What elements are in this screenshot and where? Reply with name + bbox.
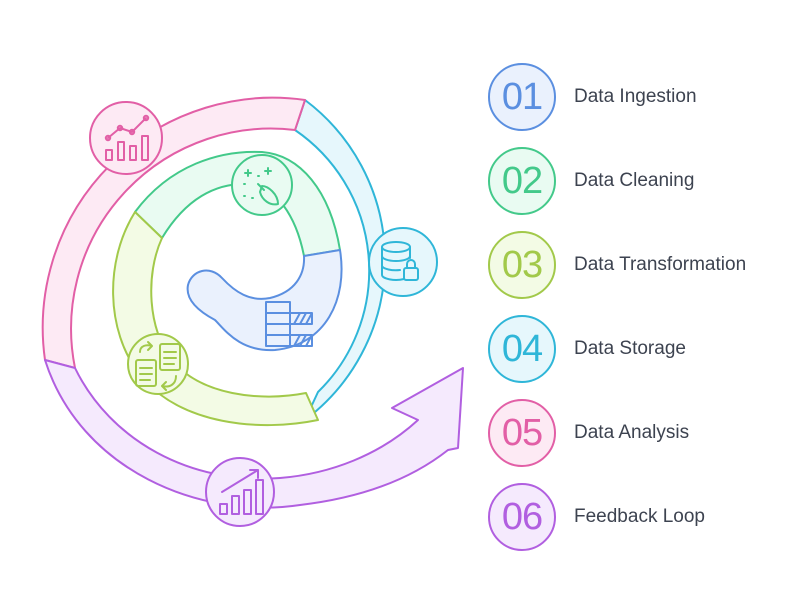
document-swap-icon	[127, 333, 189, 395]
step-number-badge: 03	[488, 231, 556, 299]
step-item-03: 03 Data Transformation	[488, 231, 788, 303]
step-label: Feedback Loop	[574, 506, 705, 527]
step-item-02: 02 Data Cleaning	[488, 147, 788, 219]
step-item-01: 01 Data Ingestion	[488, 63, 788, 135]
step-number: 03	[501, 243, 543, 286]
step-label: Data Storage	[574, 338, 686, 359]
step-number-badge: 04	[488, 315, 556, 383]
broom-sparkle-icon	[231, 154, 293, 216]
step-number-badge: 06	[488, 483, 556, 551]
step-item-05: 05 Data Analysis	[488, 399, 788, 471]
step-label: Data Ingestion	[574, 86, 697, 107]
step-number-badge: 01	[488, 63, 556, 131]
step-number: 04	[501, 327, 543, 370]
step-label: Data Cleaning	[574, 170, 695, 191]
growth-bar-chart-icon	[205, 457, 275, 527]
step-label: Data Analysis	[574, 422, 690, 443]
steps-legend: 01 Data Ingestion 02 Data Cleaning 03 Da…	[488, 0, 788, 602]
step-number-badge: 05	[488, 399, 556, 467]
database-table-icon	[265, 301, 313, 347]
step-item-04: 04 Data Storage	[488, 315, 788, 387]
step-number: 05	[501, 411, 543, 454]
step-number-badge: 02	[488, 147, 556, 215]
database-lock-icon	[368, 227, 438, 297]
segment-data-ingestion	[186, 249, 343, 352]
step-number: 02	[501, 159, 543, 202]
step-number: 06	[501, 495, 543, 538]
segment-feedback-loop	[44, 359, 464, 509]
step-number: 01	[501, 75, 543, 118]
step-item-06: 06 Feedback Loop	[488, 483, 788, 555]
line-bar-chart-icon	[89, 101, 163, 175]
step-label: Data Transformation	[574, 254, 747, 275]
